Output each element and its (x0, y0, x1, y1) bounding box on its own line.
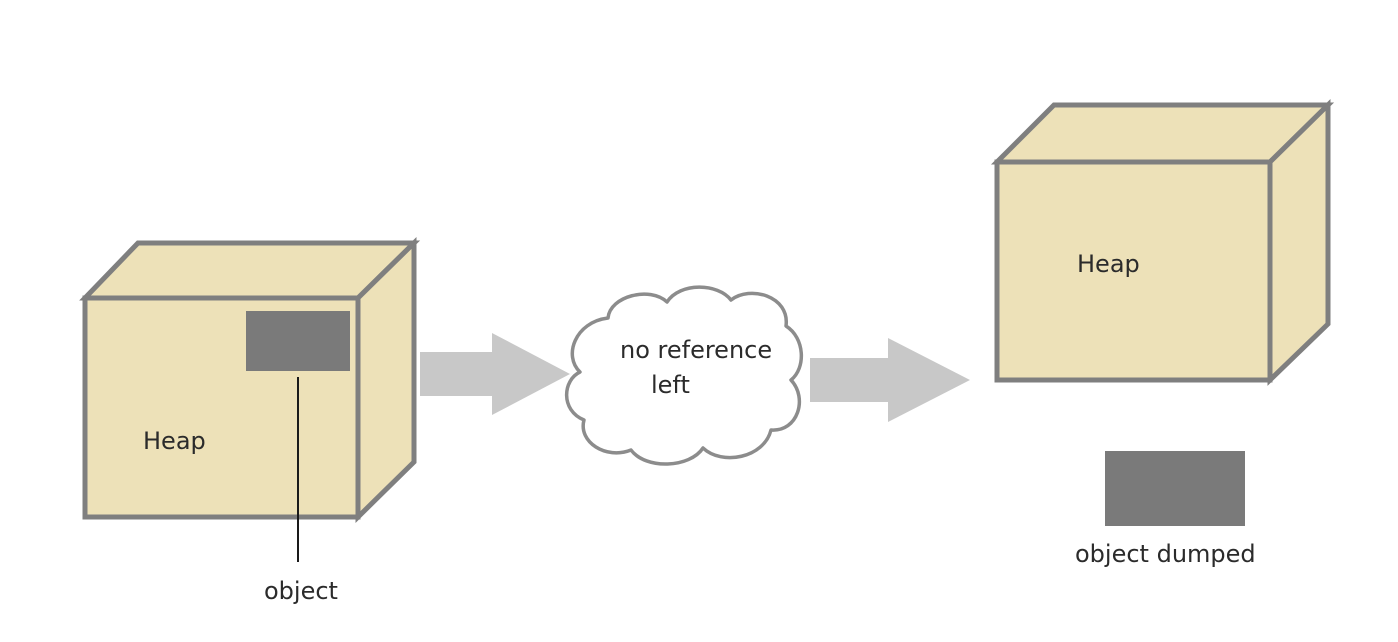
right-heap-front-face (994, 159, 1273, 383)
object-label: object (264, 577, 338, 605)
dumped-object-label: object dumped (1075, 540, 1256, 568)
right-heap-box: Heap (990, 99, 1335, 386)
heap-object (246, 311, 350, 371)
left-heap-box: Heap object (79, 237, 421, 605)
cloud-text-line-1: no reference (620, 336, 772, 364)
cloud-text-line-2: left (651, 371, 690, 399)
right-heap-label: Heap (1077, 250, 1140, 278)
cloud-shape (565, 285, 804, 466)
no-reference-cloud: no reference left (565, 285, 804, 466)
arrow-to-empty-heap (810, 338, 970, 422)
dumped-object (1105, 451, 1245, 526)
left-heap-label: Heap (143, 427, 206, 455)
arrow-to-cloud (420, 333, 570, 415)
dumped-object-group: object dumped (1075, 451, 1256, 568)
